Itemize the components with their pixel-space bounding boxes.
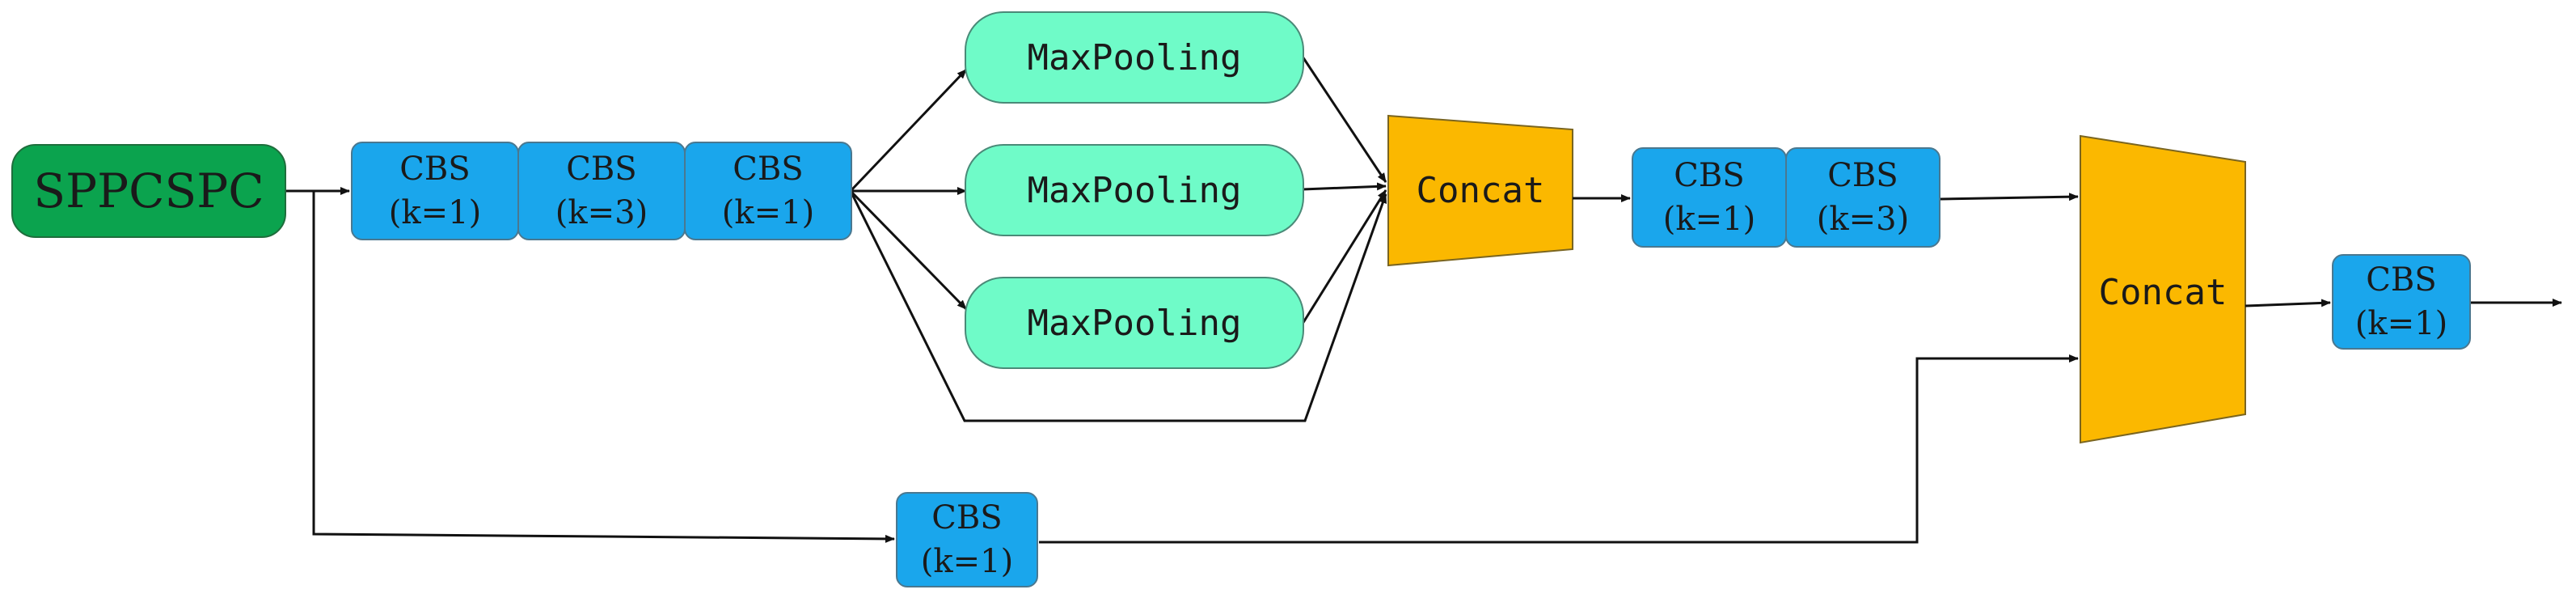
cbs-title: CBS: [733, 151, 804, 188]
concat-1-label: Concat: [1416, 170, 1545, 211]
cbs-title: CBS: [1674, 157, 1745, 194]
edge-skip-direct: [849, 190, 1387, 422]
maxpooling-label: MaxPooling: [1027, 302, 1242, 344]
cbs-output-node: CBS (k=1): [2332, 254, 2471, 350]
cbs-node: CBS (k=3): [517, 142, 686, 240]
cbs-kernel: (k=1): [721, 194, 815, 231]
cbs-title: CBS: [931, 499, 1003, 537]
cbs-kernel: (k=3): [1816, 201, 1910, 238]
concat-2-shape: [2080, 134, 2246, 444]
cbs-node: CBS (k=3): [1785, 147, 1940, 248]
cbs-kernel: (k=1): [2354, 305, 2448, 342]
edge-bypass-to-concat2: [1039, 354, 2079, 544]
edge-pool-3-to-concat: [1301, 189, 1387, 324]
edge-to-pool-1: [849, 68, 968, 193]
maxpooling-node: MaxPooling: [965, 144, 1304, 236]
edge-concat2-to-cbs: [2244, 299, 2331, 307]
concat-2-label: Concat: [2098, 272, 2228, 313]
cbs-title: CBS: [1827, 157, 1898, 194]
edge-cbs-to-concat2: [1940, 193, 2079, 201]
concat-1-shape: [1387, 114, 1573, 267]
cbs-kernel: (k=3): [555, 194, 648, 231]
cbs-kernel: (k=1): [1662, 201, 1756, 238]
cbs-bypass-node: CBS (k=1): [896, 492, 1038, 587]
maxpooling-node: MaxPooling: [965, 11, 1304, 104]
edge-root-bypass: [312, 191, 895, 543]
sppcspc-node: SPPCSPC: [11, 144, 286, 238]
edge-to-pool-3: [849, 189, 968, 311]
maxpooling-label: MaxPooling: [1027, 169, 1242, 211]
cbs-title: CBS: [399, 151, 471, 188]
sppcspc-label: SPPCSPC: [33, 163, 264, 218]
cbs-node: CBS (k=1): [351, 142, 519, 240]
cbs-title: CBS: [566, 151, 637, 188]
maxpooling-label: MaxPooling: [1027, 36, 1242, 78]
cbs-node: CBS (k=1): [684, 142, 852, 240]
edge-pool-1-to-concat: [1301, 56, 1387, 183]
maxpooling-node: MaxPooling: [965, 277, 1304, 369]
cbs-kernel: (k=1): [388, 194, 482, 231]
cbs-title: CBS: [2366, 261, 2437, 299]
cbs-kernel: (k=1): [920, 543, 1014, 580]
edge-pool-2-to-concat: [1302, 182, 1387, 191]
cbs-node: CBS (k=1): [1632, 147, 1787, 248]
